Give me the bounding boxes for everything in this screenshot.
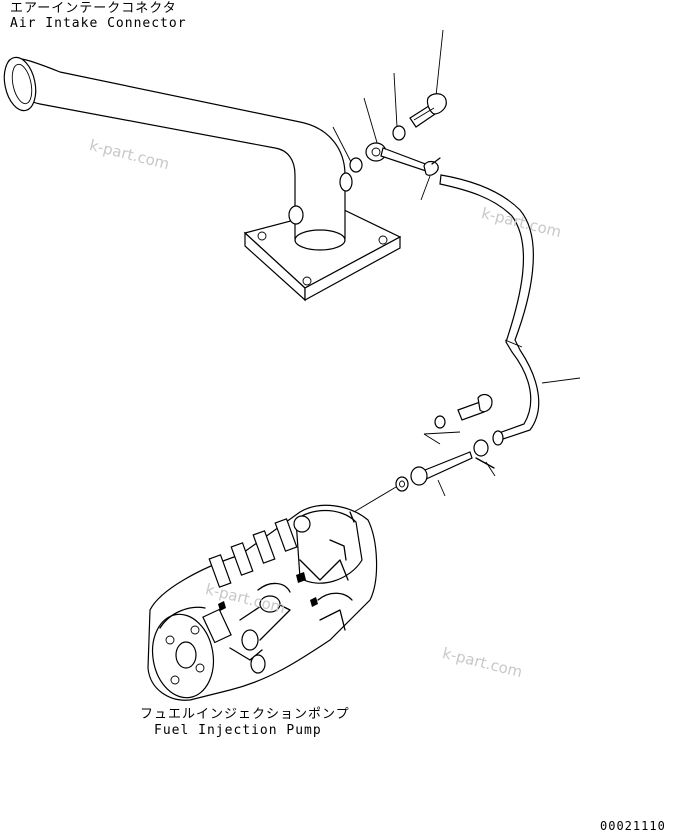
lower-fitting-group (353, 393, 496, 513)
fuel-injection-pump (147, 504, 378, 701)
fuel-pump-label-en: Fuel Injection Pump (154, 723, 322, 738)
air-intake-connector (3, 56, 402, 302)
fuel-pump-label-jp: フュエルインジェクションポンプ (140, 707, 350, 722)
upper-fitting-group (332, 29, 447, 201)
air-intake-label-jp: エアーインテークコネクタ (10, 1, 177, 16)
hose (439, 174, 581, 446)
air-intake-label-en: Air Intake Connector (10, 16, 187, 31)
figure-number: 00021110 (600, 819, 666, 833)
